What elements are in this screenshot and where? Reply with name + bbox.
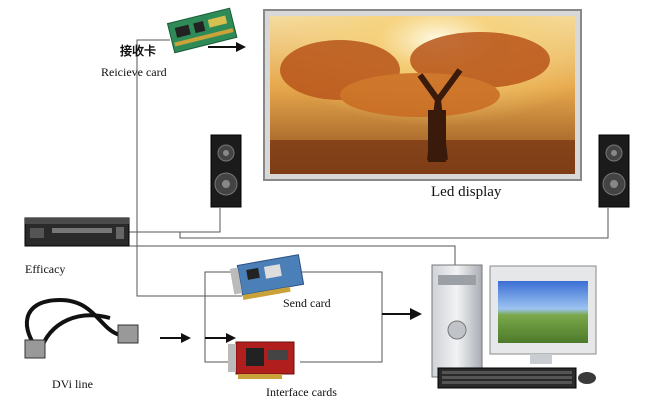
speaker-left-icon — [210, 134, 242, 208]
receive-card-icon — [166, 7, 238, 54]
arrows — [160, 42, 422, 343]
receive-card-label-cn: 接收卡 — [120, 44, 157, 58]
speaker-right-icon — [598, 134, 630, 208]
efficacy-label: Efficacy — [25, 262, 66, 276]
dvi-line-label: DVi line — [52, 377, 93, 391]
led-display — [263, 9, 582, 181]
send-card-label: Send card — [283, 296, 331, 310]
send-card-icon — [229, 254, 305, 300]
dvi-cable-icon — [24, 297, 139, 359]
efficacy-amplifier-icon — [24, 217, 130, 247]
computer-icon — [431, 264, 597, 389]
connector-lines — [25, 39, 609, 363]
led-display-label: Led display — [431, 184, 502, 200]
receive-card-label: Reicieve card — [101, 65, 167, 79]
interface-cards-label: Interface cards — [266, 385, 337, 399]
interface-card-icon — [228, 341, 295, 379]
